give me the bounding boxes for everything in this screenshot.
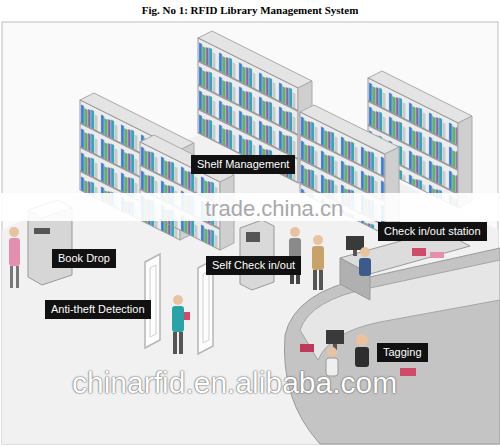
- callout-label: Self Check in/out: [206, 256, 301, 275]
- label-text: Shelf Management: [197, 158, 289, 171]
- self-check-kiosk: [240, 220, 274, 290]
- computer-monitor: [300, 236, 444, 376]
- label-text: Tagging: [383, 346, 422, 359]
- callout-label: Tagging: [377, 343, 428, 362]
- label-text: Check in/out station: [384, 225, 481, 238]
- circulation-desk: [284, 230, 500, 444]
- person-figure: [9, 227, 20, 288]
- callout-label: Book Drop: [52, 249, 116, 268]
- person-figure: [355, 334, 369, 367]
- watermark: trade.china.cn: [205, 196, 343, 222]
- person-figure: [172, 295, 190, 354]
- bookshelf: [140, 135, 234, 250]
- person-figure: [312, 235, 324, 290]
- callout-label: Anti-theft Detection: [45, 300, 151, 319]
- label-text: Anti-theft Detection: [51, 303, 145, 316]
- label-text: Self Check in/out: [212, 259, 295, 272]
- callout-label: Shelf Management: [191, 155, 295, 174]
- figure-title: Fig. No 1: RFID Library Management Syste…: [0, 4, 500, 16]
- person-figure: [359, 247, 371, 276]
- watermark: chinarfid.en.alibaba.com: [72, 366, 397, 400]
- security-gate: [145, 254, 213, 354]
- watermark-band: [0, 193, 500, 221]
- label-text: Book Drop: [58, 252, 110, 265]
- callout-label: Check in/out station: [378, 222, 487, 241]
